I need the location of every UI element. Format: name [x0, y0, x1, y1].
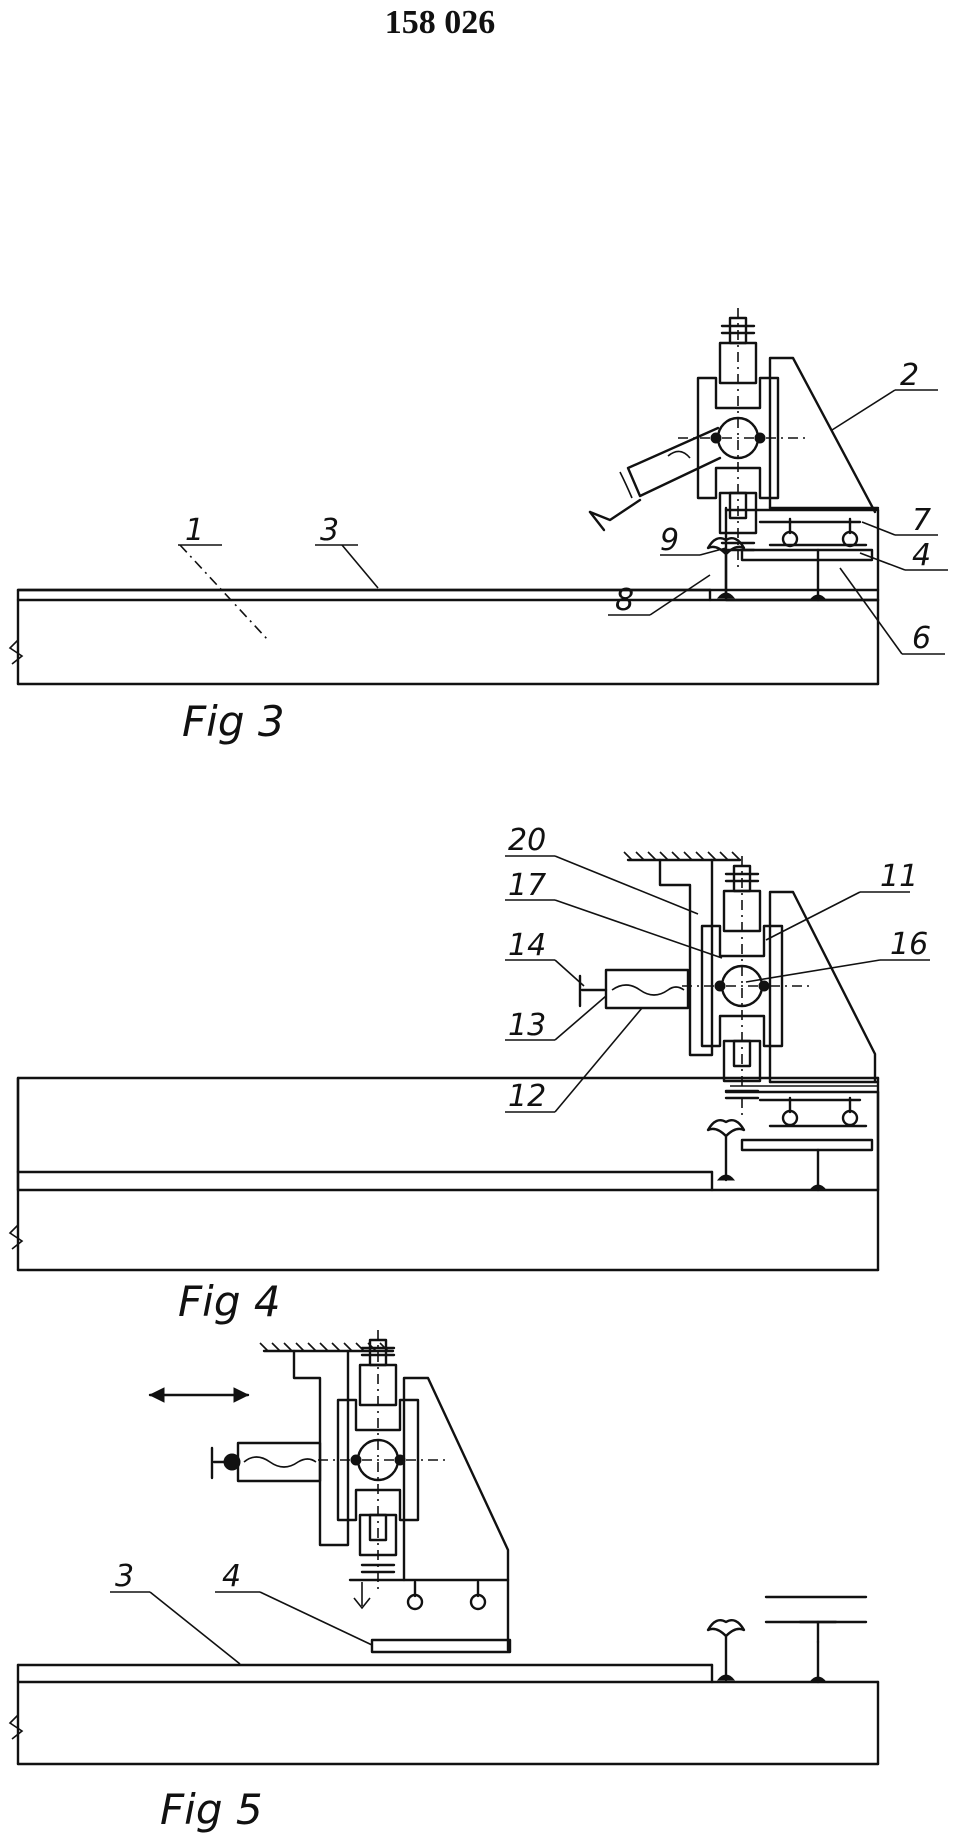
fig4-label-12: 12 — [508, 1079, 546, 1114]
fig5-label-4: 4 — [222, 1559, 241, 1594]
fig3-label-6: 6 — [912, 621, 931, 656]
fig3-label-4: 4 — [912, 538, 931, 573]
fig4-label-14: 14 — [508, 928, 546, 963]
fig5-label-3: 3 — [115, 1559, 134, 1594]
fig5-caption: Fig 5 — [160, 1785, 263, 1834]
fig3-label-2: 2 — [900, 358, 919, 393]
fig3-label-3: 3 — [320, 513, 339, 548]
fig3-caption: Fig 3 — [182, 697, 285, 746]
figure-5: 3 4 Fig 5 — [8, 1328, 880, 1834]
fig3-label-8: 8 — [615, 583, 634, 618]
fig4-label-17: 17 — [508, 868, 546, 903]
fig4-label-20: 20 — [508, 823, 546, 858]
fig4-label-16: 16 — [890, 927, 928, 962]
document-number: 158 026 — [384, 4, 496, 41]
figure-3: 1 3 2 7 9 8 4 6 Fig 3 — [8, 306, 948, 746]
figure-4: 20 11 17 16 14 13 12 Fig 4 — [8, 823, 930, 1326]
fig3-label-9: 9 — [660, 523, 679, 558]
fig3-label-1: 1 — [185, 513, 204, 548]
fig4-label-11: 11 — [880, 859, 918, 894]
fig4-label-13: 13 — [508, 1008, 546, 1043]
fig3-label-7: 7 — [912, 503, 931, 538]
fig4-caption: Fig 4 — [178, 1277, 281, 1326]
